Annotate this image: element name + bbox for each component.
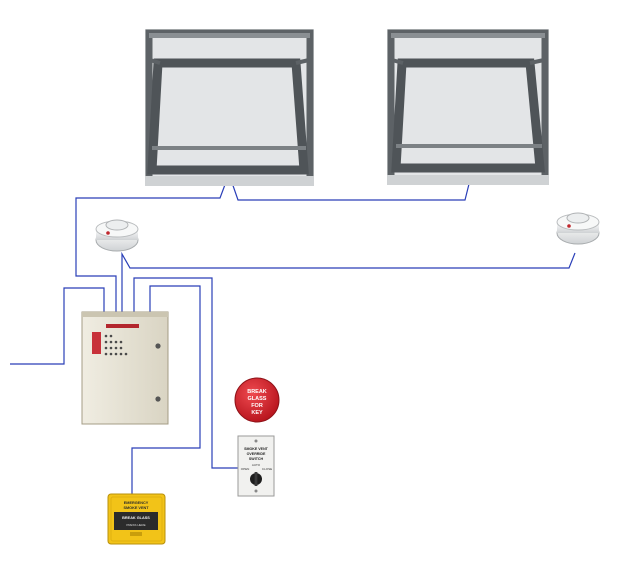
wire-break-glass <box>131 285 201 498</box>
break-glass-for-key-button: BREAK GLASS FOR KEY <box>234 377 280 423</box>
break-glass-line-1: BREAK <box>247 389 267 395</box>
panel-indicator-leds <box>104 334 128 356</box>
smoke-vent-window-2 <box>387 29 549 185</box>
key-switch-caption-1: SMOKE VENT <box>244 447 269 451</box>
key-switch-caption-2: OVERRIDE <box>247 452 266 456</box>
key-switch-caption-3: SWITCH <box>249 457 264 461</box>
wire-supply <box>10 287 105 365</box>
panel-header-strip <box>106 324 139 328</box>
wire-vent1-vent2 <box>228 171 473 201</box>
smoke-detector-1 <box>95 219 139 252</box>
wire-detector-loop <box>121 251 576 312</box>
panel-lock-top <box>155 343 161 349</box>
break-glass-line-3: FOR <box>251 403 263 409</box>
call-point-window-text: BREAK GLASS <box>122 516 150 520</box>
override-key-switch: SMOKE VENT OVERRIDE SWITCH OPEN AUTO CLO… <box>237 435 275 497</box>
key-switch-pos-close: CLOSE <box>262 467 272 471</box>
panel-lock-bottom <box>155 396 161 402</box>
wiring <box>10 171 576 498</box>
key-switch-pos-open: OPEN <box>241 467 250 471</box>
call-point-header-1: EMERGENCY <box>124 501 149 505</box>
key-switch-pos-auto: AUTO <box>252 463 261 467</box>
panel-status-led-bar <box>92 332 101 354</box>
call-point-header-2: SMOKE VENT <box>123 506 149 510</box>
smoke-vent-window-1 <box>145 29 314 186</box>
break-glass-line-4: KEY <box>251 410 263 416</box>
smoke-detector-2 <box>556 212 600 245</box>
call-point-subtext: PRESS HERE <box>126 523 145 527</box>
wire-vent1-panel <box>75 173 230 312</box>
wire-keyswitch <box>133 277 238 469</box>
control-panel <box>81 311 169 425</box>
manual-call-point: EMERGENCY SMOKE VENT BREAK GLASS PRESS H… <box>107 493 166 545</box>
break-glass-line-2: GLASS <box>248 396 267 402</box>
call-point-glass-window <box>114 512 158 530</box>
